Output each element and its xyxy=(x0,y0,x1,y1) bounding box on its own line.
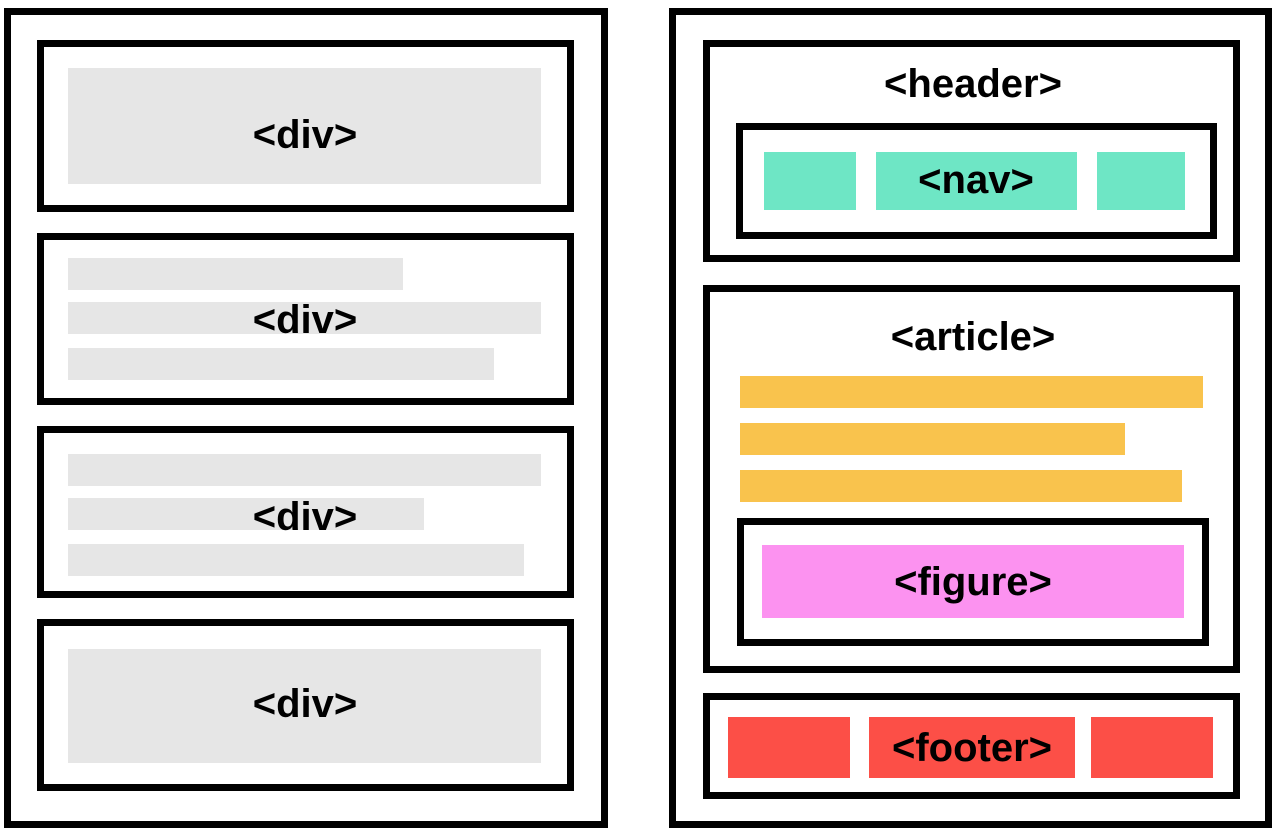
div-box-3-line-2 xyxy=(68,498,424,530)
div-box-1-label: <div> xyxy=(252,113,358,157)
figure-fill xyxy=(762,545,1184,618)
div-box-3-label: <div> xyxy=(252,495,358,539)
article-box: <article> <figure> xyxy=(703,285,1240,673)
article-label: <article> xyxy=(890,315,1056,359)
header-box: <header> <nav> xyxy=(703,40,1240,262)
div-box-2: <div> xyxy=(37,233,574,405)
div-box-4: <div> xyxy=(37,619,574,791)
article-line-1 xyxy=(740,376,1203,408)
article-line-2 xyxy=(740,423,1125,455)
div-box-4-fill xyxy=(68,649,541,763)
article-line-3 xyxy=(740,470,1182,502)
footer-item-2 xyxy=(869,717,1075,778)
nav-item-2 xyxy=(876,152,1077,210)
figure-box: <figure> xyxy=(737,518,1209,646)
div-box-2-line-2 xyxy=(68,302,541,334)
div-box-1: <div> xyxy=(37,40,574,212)
footer-item-1 xyxy=(728,717,850,778)
figure-label: <figure> xyxy=(894,560,1052,604)
div-box-2-line-3 xyxy=(68,348,494,380)
nav-box: <nav> xyxy=(736,123,1217,239)
footer-label: <footer> xyxy=(891,726,1053,770)
footer-item-3 xyxy=(1091,717,1213,778)
div-box-3: <div> xyxy=(37,426,574,598)
footer-box: <footer> xyxy=(703,693,1240,799)
div-box-2-line-1 xyxy=(68,258,403,290)
header-label: <header> xyxy=(884,62,1062,106)
nav-item-1 xyxy=(764,152,856,210)
nav-label: <nav> xyxy=(918,158,1034,202)
nav-item-3 xyxy=(1097,152,1185,210)
div-box-3-line-1 xyxy=(68,454,541,486)
div-box-3-line-3 xyxy=(68,544,524,576)
div-box-4-label: <div> xyxy=(252,682,358,726)
div-box-2-label: <div> xyxy=(252,298,358,342)
div-box-1-fill xyxy=(68,68,541,184)
